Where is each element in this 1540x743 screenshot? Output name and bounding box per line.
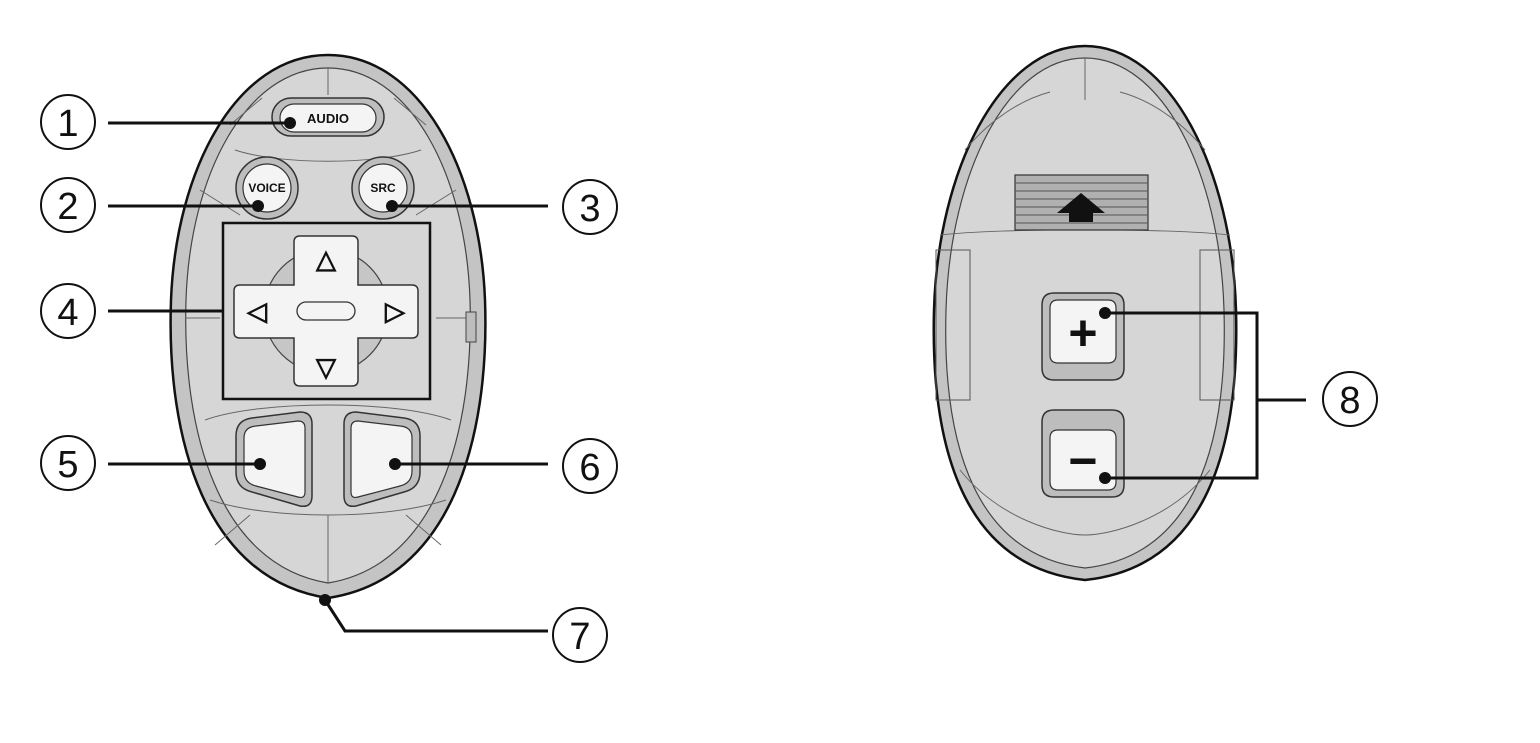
- callout-2: 2: [40, 177, 96, 233]
- callout-4: 4: [40, 283, 96, 339]
- audio-button[interactable]: AUDIO: [271, 97, 385, 137]
- callout-8: 8: [1322, 371, 1378, 427]
- leader-line-8: [1105, 311, 1259, 480]
- callout-2-number: 2: [57, 186, 78, 228]
- leader-dots: [252, 117, 1111, 606]
- callout-5-number: 5: [57, 444, 78, 486]
- eject-arrow-icon: [1057, 193, 1105, 222]
- battery-cover-release[interactable]: [1014, 174, 1149, 231]
- callout-4-number: 4: [57, 292, 78, 334]
- callout-1: 1: [40, 94, 96, 150]
- dpad-right-arrow[interactable]: ▷: [384, 296, 406, 326]
- callout-6: 6: [562, 438, 618, 494]
- callout-6-number: 6: [579, 447, 600, 489]
- dpad-up-arrow[interactable]: △: [315, 244, 337, 274]
- audio-button-label: AUDIO: [307, 111, 349, 126]
- voice-button-label: VOICE: [248, 181, 285, 195]
- callout-7-number: 7: [569, 616, 590, 658]
- left-lower-button[interactable]: [235, 411, 313, 508]
- dpad-left-arrow[interactable]: ◁: [246, 296, 268, 326]
- dpad-center-button[interactable]: [296, 301, 356, 321]
- plus-icon: +: [1068, 305, 1097, 361]
- callout-7: 7: [552, 607, 608, 663]
- minus-icon: −: [1068, 433, 1097, 489]
- leader-line-7: [323, 599, 548, 633]
- front-remote: AUDIO VOICE SRC △ ▽ ◁ ▷: [169, 53, 487, 600]
- callout-8-number: 8: [1339, 380, 1360, 422]
- callout-3-number: 3: [579, 188, 600, 230]
- right-lower-button[interactable]: [343, 411, 421, 508]
- front-remote-segments: [185, 68, 477, 583]
- src-button[interactable]: SRC: [351, 156, 415, 220]
- callout-3: 3: [562, 179, 618, 235]
- leader-lines: [108, 121, 1306, 633]
- volume-plus-button[interactable]: +: [1041, 292, 1125, 381]
- callout-1-number: 1: [57, 103, 78, 145]
- src-button-label: SRC: [370, 181, 396, 195]
- back-remote: + −: [932, 44, 1238, 582]
- directional-pad: △ ▽ ◁ ▷: [221, 221, 432, 401]
- volume-minus-button[interactable]: −: [1041, 409, 1125, 498]
- dpad-down-arrow[interactable]: ▽: [315, 352, 337, 382]
- callout-5: 5: [40, 435, 96, 491]
- voice-button[interactable]: VOICE: [235, 156, 299, 220]
